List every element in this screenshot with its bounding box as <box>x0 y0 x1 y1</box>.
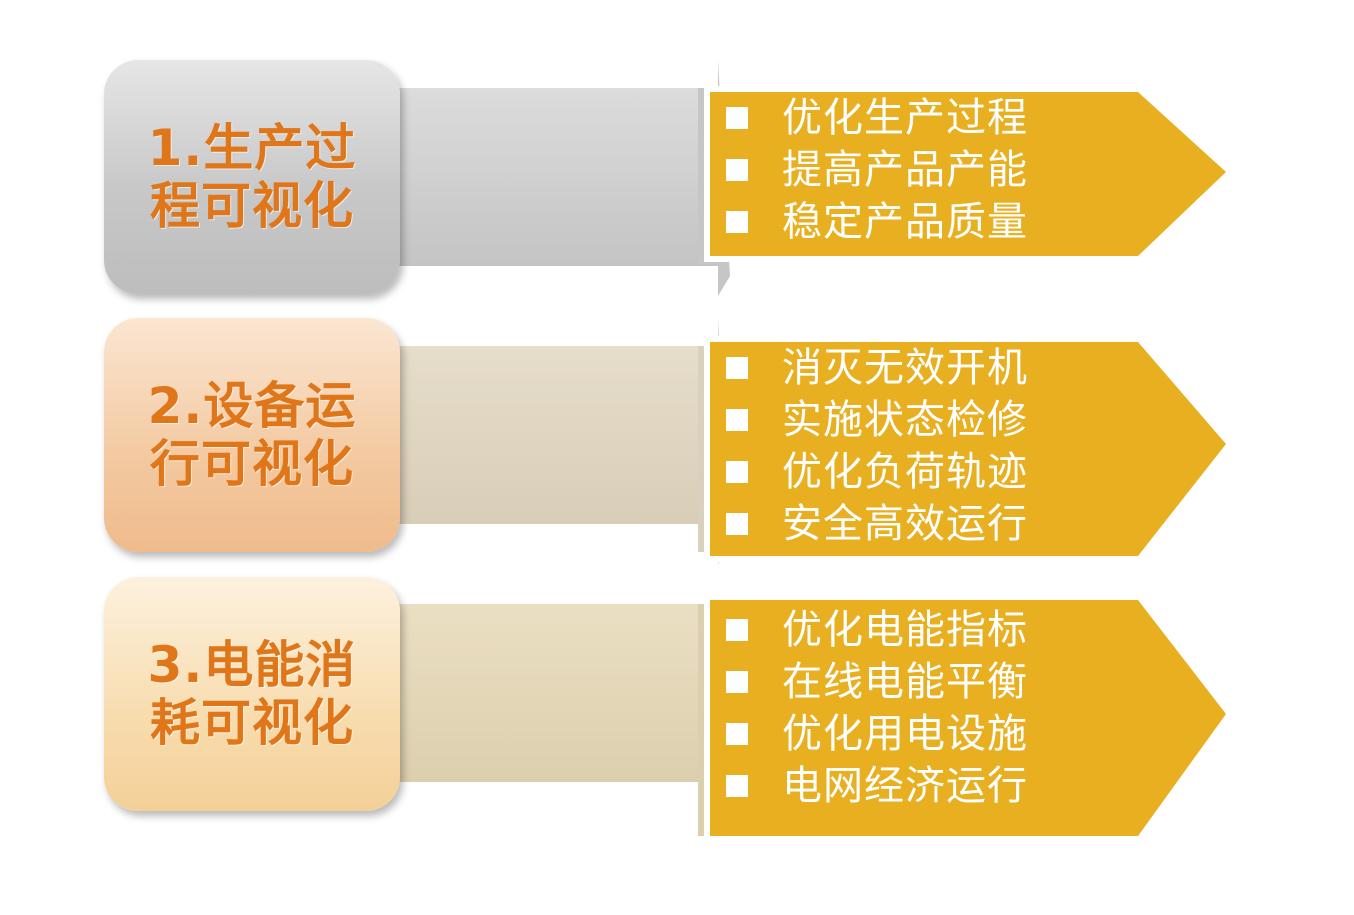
square-bullet-icon <box>726 107 748 129</box>
stage-box-energy: 3.电能消 耗可视化 <box>104 577 400 811</box>
list-item-text: 优化用电设施 <box>782 711 1028 757</box>
square-bullet-icon <box>726 671 748 693</box>
stage-title-line2: 耗可视化 <box>150 694 354 752</box>
list-item-text: 电网经济运行 <box>782 763 1028 809</box>
square-bullet-icon <box>726 461 748 483</box>
stage-box-production: 1.生产过 程可视化 <box>104 60 400 294</box>
stage-title-line1: 3.电能消 <box>147 636 357 694</box>
list-item-text: 实施状态检修 <box>782 397 1028 443</box>
square-bullet-icon <box>726 357 748 379</box>
benefit-list: 优化电能指标 在线电能平衡 优化用电设施 电网经济运行 <box>726 604 1106 812</box>
connector-band <box>380 604 725 782</box>
connector-band <box>380 346 725 524</box>
list-item: 稳定产品质量 <box>726 196 1106 248</box>
list-item-text: 安全高效运行 <box>782 501 1028 547</box>
list-item-text: 在线电能平衡 <box>782 659 1028 705</box>
list-item: 在线电能平衡 <box>726 656 1106 708</box>
list-item-text: 提高产品产能 <box>782 147 1028 193</box>
list-item: 实施状态检修 <box>726 394 1106 446</box>
list-item: 优化负荷轨迹 <box>726 446 1106 498</box>
list-item: 优化电能指标 <box>726 604 1106 656</box>
stage-box-equipment: 2.设备运 行可视化 <box>104 318 400 552</box>
benefit-list: 优化生产过程 提高产品产能 稳定产品质量 <box>726 92 1106 248</box>
square-bullet-icon <box>726 723 748 745</box>
list-item-text: 优化电能指标 <box>782 607 1028 653</box>
list-item: 优化生产过程 <box>726 92 1106 144</box>
list-item: 提高产品产能 <box>726 144 1106 196</box>
list-item: 优化用电设施 <box>726 708 1106 760</box>
list-item-text: 优化生产过程 <box>782 95 1028 141</box>
square-bullet-icon <box>726 409 748 431</box>
square-bullet-icon <box>726 775 748 797</box>
arrow-shape <box>698 576 1238 842</box>
list-item-text: 消灭无效开机 <box>782 345 1028 391</box>
stage-title-line1: 2.设备运 <box>147 377 357 435</box>
list-item: 电网经济运行 <box>726 760 1106 812</box>
list-item-text: 稳定产品质量 <box>782 199 1028 245</box>
list-item: 安全高效运行 <box>726 498 1106 550</box>
list-item: 消灭无效开机 <box>726 342 1106 394</box>
connector-band <box>380 88 725 266</box>
square-bullet-icon <box>726 513 748 535</box>
benefit-list: 消灭无效开机 实施状态检修 优化负荷轨迹 安全高效运行 <box>726 342 1106 550</box>
square-bullet-icon <box>726 159 748 181</box>
list-item-text: 优化负荷轨迹 <box>782 449 1028 495</box>
stage-title-line2: 行可视化 <box>150 435 354 493</box>
stage-title-line2: 程可视化 <box>150 177 354 235</box>
arrow-shape <box>698 318 1238 564</box>
square-bullet-icon <box>726 211 748 233</box>
arrow-shape <box>698 60 1238 296</box>
stage-title-line1: 1.生产过 <box>147 119 357 177</box>
square-bullet-icon <box>726 619 748 641</box>
